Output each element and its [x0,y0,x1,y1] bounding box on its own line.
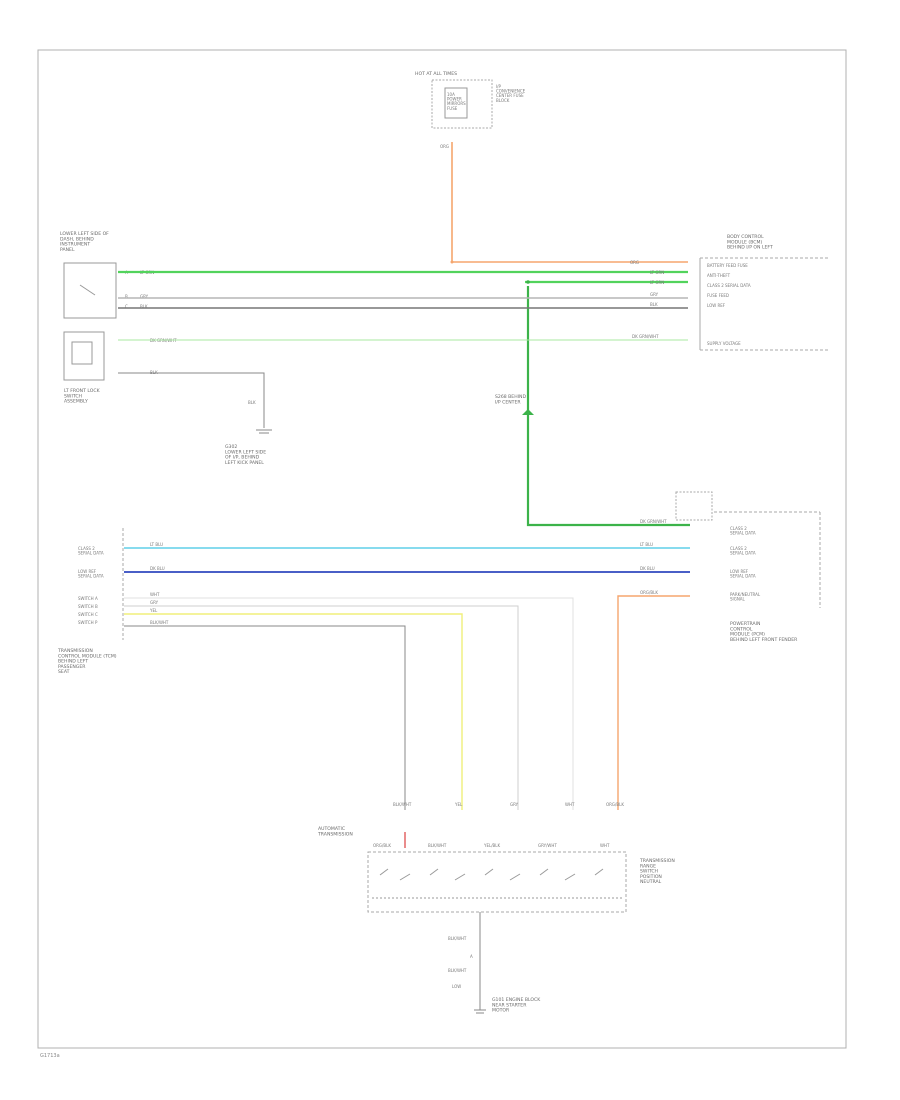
diagram-border [37,49,847,1049]
top-fuse-wire: ORG [440,144,449,149]
pcm-wire-2: LT BLU [640,542,653,547]
tcm-wire-2: DK BLU [150,566,165,571]
left-upper-pin-b: B [125,294,128,299]
wire-switch-b [124,605,519,810]
tcm-wire-6: BLK/WHT [150,620,169,625]
left-upper-wire-2: GRY [140,294,149,299]
bottom-inner-2: BLK/WHT [428,843,447,848]
wire-switch-c [124,613,463,810]
wires [118,142,690,1010]
bcm-wire-5: BLK [650,302,658,307]
pcm-wire-4: ORG/BLK [640,590,658,595]
left-upper-pin-c: C [125,304,128,309]
wire-switch-a [124,597,574,810]
bcm-pin-6: SUPPLY VOLTAGE [707,341,741,346]
tcm-wire-4: GRY [150,600,159,605]
bottom-top-wire-4: WHT [565,802,575,807]
bcm-pin-3: CLASS 2 SERIAL DATA [707,283,751,288]
bcm-wire-4: GRY [650,292,659,297]
wire-park-neutral [617,595,690,810]
bcm-wire-1: ORG [630,260,639,265]
tcm-wire-5: YEL [149,608,158,613]
left-upper-wire-3: BLK [140,304,148,309]
tcm-pin-4: SWITCH B [78,604,98,609]
bcm-wire-2: LT GRN [650,270,664,275]
bottom-inner-4: GRY/WHT [538,843,557,848]
bcm-wire-3: LT GRN [650,280,664,285]
tcm-wire-labels: LT BLU DK BLU WHT GRY YEL BLK/WHT [149,542,169,625]
figure-code: G1713a [40,1053,60,1059]
bcm-pin-2: ANTI-THEFT [707,273,731,278]
tcm-pin-6: SWITCH P [78,620,98,625]
bottom-top-wire-3: GRY [510,802,519,807]
splice-dot-1 [526,280,530,284]
bottom-wire-1: BLK/WHT [448,936,467,941]
wire-lt-green-pcm [526,286,690,527]
bottom-wire-2: A [470,954,473,959]
wire-orange-feed [451,142,688,263]
tcm-wire-3: WHT [150,592,160,597]
tcm-pin-3: SWITCH A [78,596,98,601]
bcm-pin-1: BATTERY FEED FUSE [707,263,748,268]
bcm-pin-5: LOW REF [707,303,726,308]
wire-switch-p [124,625,406,810]
bcm-wire-labels: ORG LT GRN LT GRN GRY BLK DK GRN/WHT [630,260,664,339]
bottom-wire-3: BLK/WHT [448,968,467,973]
bcm-wire-6: DK GRN/WHT [632,334,659,339]
bottom-top-wire-1: BLK/WHT [393,802,412,807]
bottom-inner-5: WHT [600,843,610,848]
bottom-top-wire-2: YEL [454,802,463,807]
pcm-wire-1: DK GRN/WHT [640,519,667,524]
pcm-wire-labels: DK GRN/WHT LT BLU DK BLU ORG/BLK [640,519,667,595]
bottom-top-wire-5: ORG/BLK [606,802,624,807]
tcm-wire-1: LT BLU [150,542,163,547]
tcm-pin-5: SWITCH C [78,612,98,617]
splice-dot-2 [450,260,454,264]
bottom-inner-1: ORG/BLK [373,843,391,848]
bottom-wire-4: LOW [452,984,461,989]
bottom-inner-3: YEL/BLK [483,843,501,848]
bcm-pin-4: FUSE FEED [707,293,729,298]
pcm-wire-3: DK BLU [640,566,655,571]
top-fuse-label: HOT AT ALL TIMES [415,71,457,77]
ground-wire: BLK [248,400,256,405]
